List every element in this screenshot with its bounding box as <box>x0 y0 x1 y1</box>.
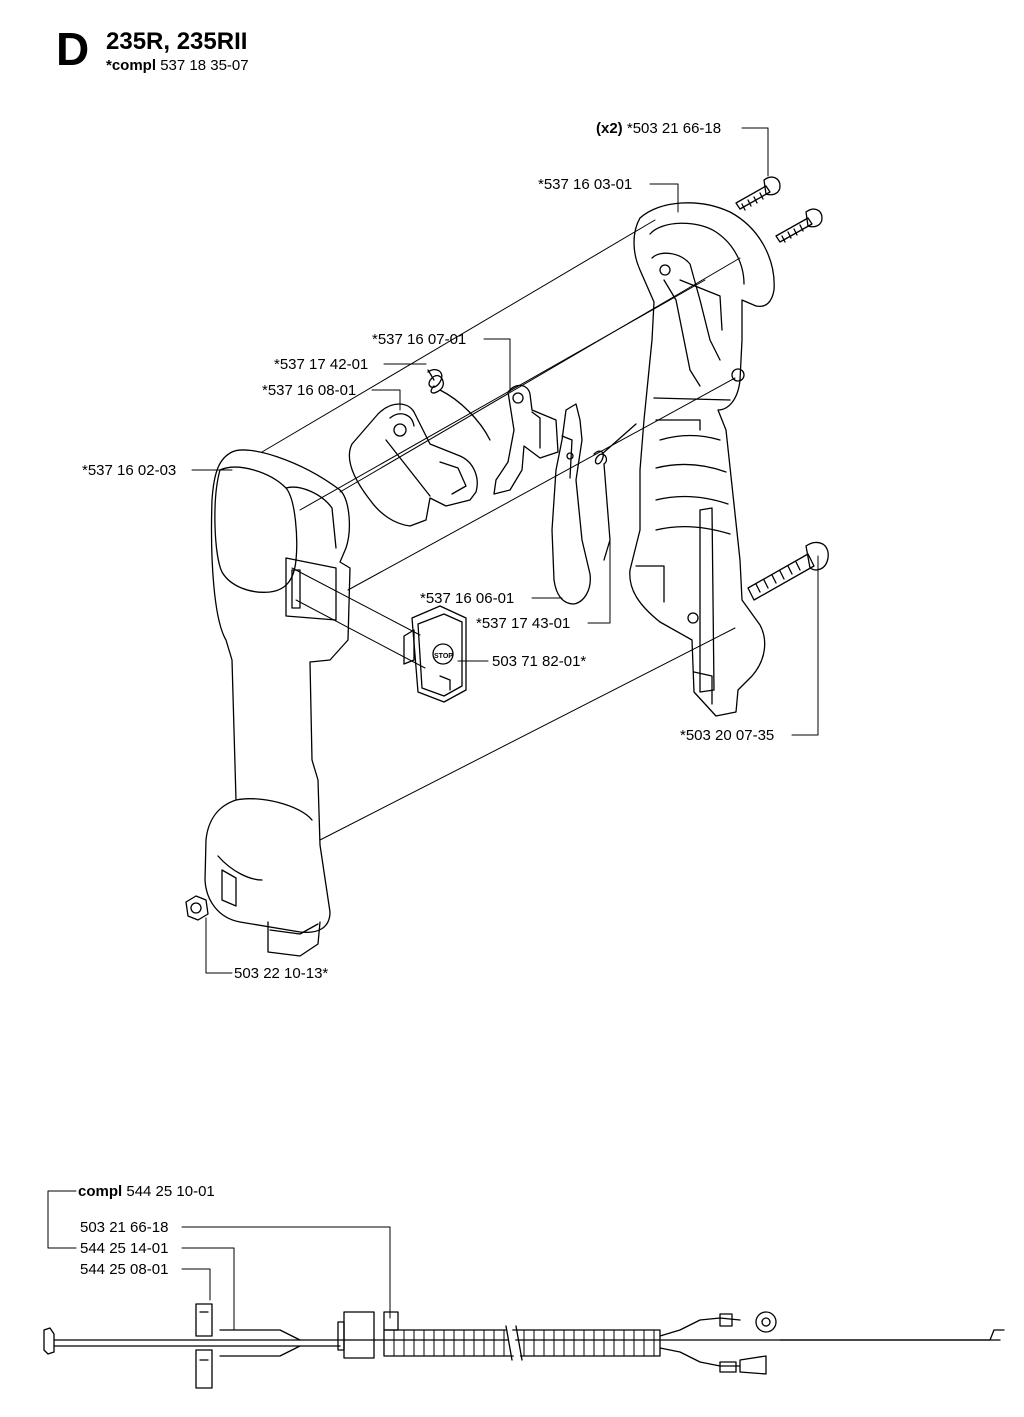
cable-assembly <box>43 1190 1005 1389</box>
hex-nut <box>185 895 209 921</box>
part-label-long-screw: *503 20 07-35 <box>680 727 775 744</box>
trigger-spring <box>427 368 491 441</box>
cable-compl-number: 544 25 10-01 <box>126 1183 215 1200</box>
part-label-stop-lever: *537 16 06-01 <box>420 590 515 607</box>
part-qty: (x2) <box>596 120 623 137</box>
cable-part-label-clip: 544 25 08-01 <box>80 1261 169 1278</box>
part-label-screw-top: (x2) *503 21 66-18 <box>596 121 721 136</box>
compl-line: *compl 537 18 35-07 <box>106 58 249 73</box>
stop-switch-marking: STOP <box>434 653 453 660</box>
screw-top-upper <box>735 176 781 211</box>
compl-number: 537 18 35-07 <box>160 57 249 74</box>
throttle-trigger <box>493 384 559 495</box>
stop-switch: STOP <box>403 605 467 703</box>
part-number: *503 21 66-18 <box>626 120 722 137</box>
part-label-stop-switch: 503 71 82-01* <box>492 653 587 670</box>
lever-spring <box>593 423 637 561</box>
cable-compl-label: compl 544 25 10-01 <box>78 1184 215 1199</box>
section-letter: D <box>56 23 90 75</box>
part-label-hex-nut: 503 22 10-13* <box>234 965 329 982</box>
part-label-right-handle: *537 16 03-01 <box>538 176 633 193</box>
throttle-lockout <box>348 403 478 527</box>
part-label-trigger-spring: *537 17 42-01 <box>274 356 369 373</box>
assembly-guide-lines <box>261 219 741 841</box>
stop-lever <box>551 403 591 605</box>
cable-part-label-cable: 544 25 14-01 <box>80 1240 169 1257</box>
part-label-lever-spring: *537 17 43-01 <box>476 615 571 632</box>
screw-top-lower <box>775 208 823 243</box>
model-title: 235R, 235RII <box>106 28 248 55</box>
cable-compl-prefix: compl <box>78 1183 123 1200</box>
leader-lines <box>191 127 819 974</box>
long-screw <box>747 541 829 601</box>
cable-part-label-screw: 503 21 66-18 <box>80 1219 169 1236</box>
compl-prefix: *compl <box>106 57 157 74</box>
right-handle-half <box>629 202 775 717</box>
left-handle-half <box>204 449 351 957</box>
part-label-throttle-trigger: *537 16 07-01 <box>372 331 467 348</box>
part-label-throttle-lockout: *537 16 08-01 <box>262 382 357 399</box>
part-label-left-handle: *537 16 02-03 <box>82 462 177 479</box>
